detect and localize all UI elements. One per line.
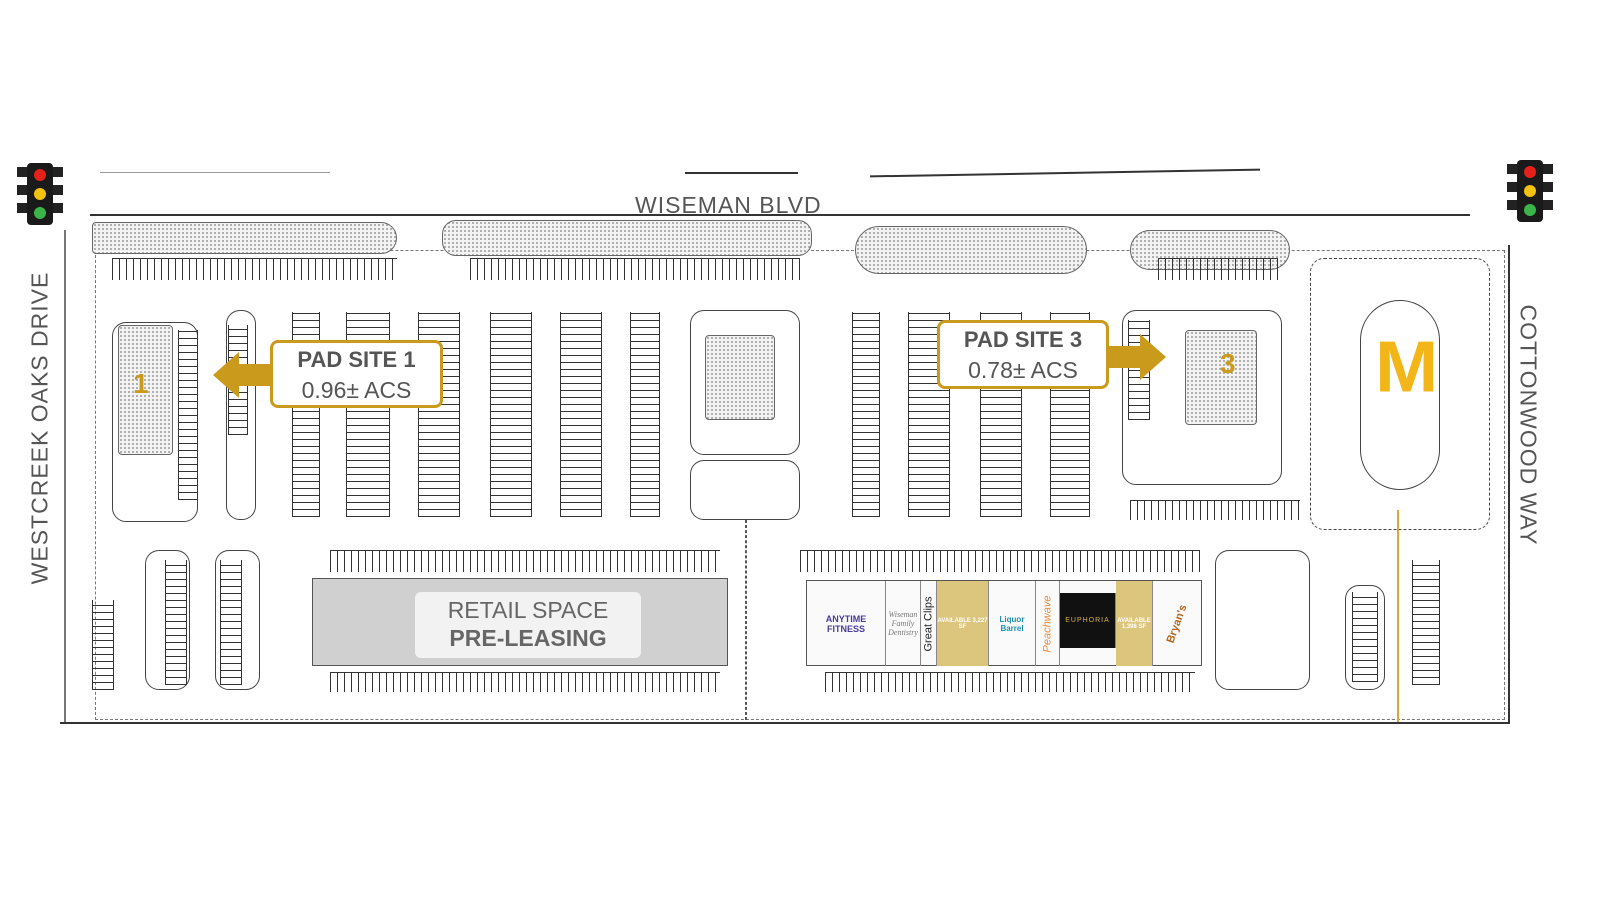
tenant-available-2: AVAILABLE 1,398 SF bbox=[1116, 581, 1153, 666]
tenant-available-1: AVAILABLE 3,227 SF bbox=[937, 581, 989, 666]
tenant-anytime-fitness: ANYTIME FITNESS bbox=[807, 581, 886, 666]
tenant-liquor-barrel: Liquor Barrel bbox=[989, 581, 1036, 666]
pad-site-1-callout: PAD SITE 1 0.96± ACS bbox=[270, 340, 443, 408]
retail-space-line2: PRE-LEASING bbox=[449, 625, 607, 651]
tenant-bryans: Bryan's bbox=[1153, 581, 1201, 666]
arrow-left-icon bbox=[213, 352, 273, 398]
street-label-westcreek-oaks-drive: WESTCREEK OAKS DRIVE bbox=[26, 271, 53, 585]
pad-site-3-title: PAD SITE 3 bbox=[963, 327, 1083, 352]
tenant-great-clips: Great Clips bbox=[921, 581, 937, 666]
pad-site-1-marker: 1 bbox=[133, 368, 149, 399]
tenant-great-clips-label: Great Clips bbox=[922, 595, 935, 652]
tenant-bryans-label: Bryan's bbox=[1164, 602, 1190, 645]
street-label-cottonwood-way: COTTONWOOD WAY bbox=[1515, 304, 1542, 546]
pad-site-3-marker: 3 bbox=[1220, 348, 1236, 379]
retail-space-line1: RETAIL SPACE bbox=[447, 597, 609, 623]
mcdonalds-logo: M bbox=[1375, 327, 1439, 408]
tenant-strip: ANYTIME FITNESS Wiseman Family Dentistry… bbox=[806, 580, 1202, 666]
tenant-wiseman-dentistry: Wiseman Family Dentistry bbox=[886, 581, 921, 666]
tenant-peachwave-label: Peachwave bbox=[1041, 595, 1054, 652]
tenant-euphoria: EUPHORIA bbox=[1060, 593, 1116, 648]
traffic-light-icon bbox=[17, 163, 63, 225]
pad-site-3-callout: PAD SITE 3 0.78± ACS bbox=[937, 320, 1109, 389]
street-label-wiseman-blvd: WISEMAN BLVD bbox=[635, 192, 822, 218]
pad-site-3-size: 0.78± ACS bbox=[968, 357, 1078, 383]
pad-site-1-size: 0.96± ACS bbox=[301, 377, 412, 403]
traffic-light-icon bbox=[1507, 160, 1553, 222]
pad-site-1-title: PAD SITE 1 bbox=[297, 347, 416, 372]
arrow-right-icon bbox=[1106, 334, 1166, 380]
tenant-peachwave: Peachwave bbox=[1036, 581, 1060, 666]
retail-space-label: RETAIL SPACE PRE-LEASING bbox=[415, 592, 641, 658]
